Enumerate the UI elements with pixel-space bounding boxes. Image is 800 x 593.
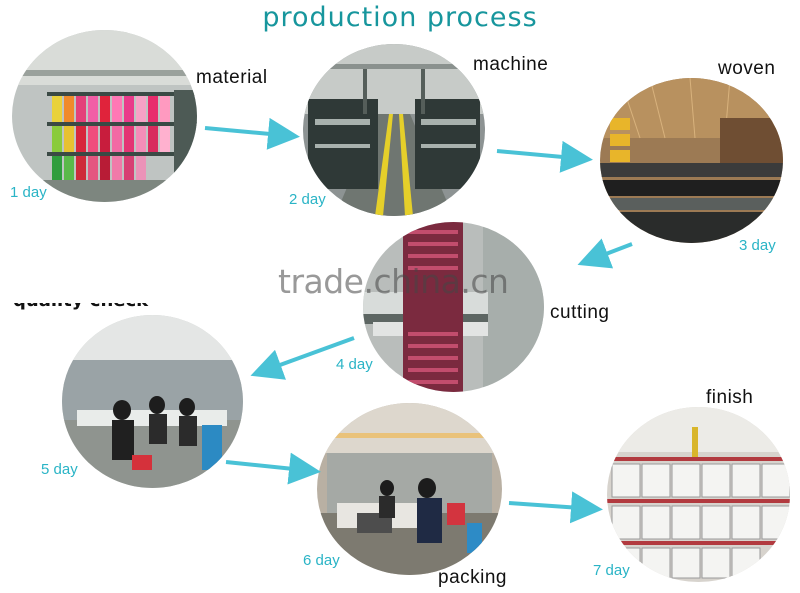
- machine-photo: [303, 44, 485, 216]
- step-day-5: 5 day: [41, 461, 78, 478]
- arrow-3-to-4: [577, 238, 633, 269]
- cutting-photo: [363, 222, 544, 392]
- quality-check-occluder: [10, 289, 150, 303]
- step-label-finish: finish: [706, 387, 754, 408]
- material-photo: [12, 30, 197, 202]
- page-title: production process: [262, 2, 538, 33]
- step-label-cutting: cutting: [550, 302, 610, 323]
- step-day-2: 2 day: [289, 191, 326, 208]
- quality-check-photo: [62, 315, 243, 488]
- step-day-6: 6 day: [303, 552, 340, 569]
- step-day-7: 7 day: [593, 562, 630, 579]
- step-day-4: 4 day: [336, 356, 373, 373]
- step-label-woven: woven: [718, 58, 776, 79]
- watermark: trade.china.cn: [278, 262, 509, 301]
- step-day-3: 3 day: [739, 237, 776, 254]
- packing-photo: [317, 403, 502, 575]
- arrow-6-to-7: [508, 491, 603, 524]
- woven-photo: [600, 78, 783, 243]
- step-day-1: 1 day: [10, 184, 47, 201]
- arrow-1-to-2: [204, 117, 300, 150]
- arrow-2-to-3: [496, 140, 593, 173]
- arrow-5-to-6: [225, 452, 321, 485]
- step-label-packing: packing: [438, 567, 507, 588]
- finish-photo: [607, 407, 790, 582]
- step-label-machine: machine: [473, 54, 549, 75]
- step-label-quality-check: quality check: [10, 289, 150, 317]
- step-label-material: material: [196, 67, 268, 88]
